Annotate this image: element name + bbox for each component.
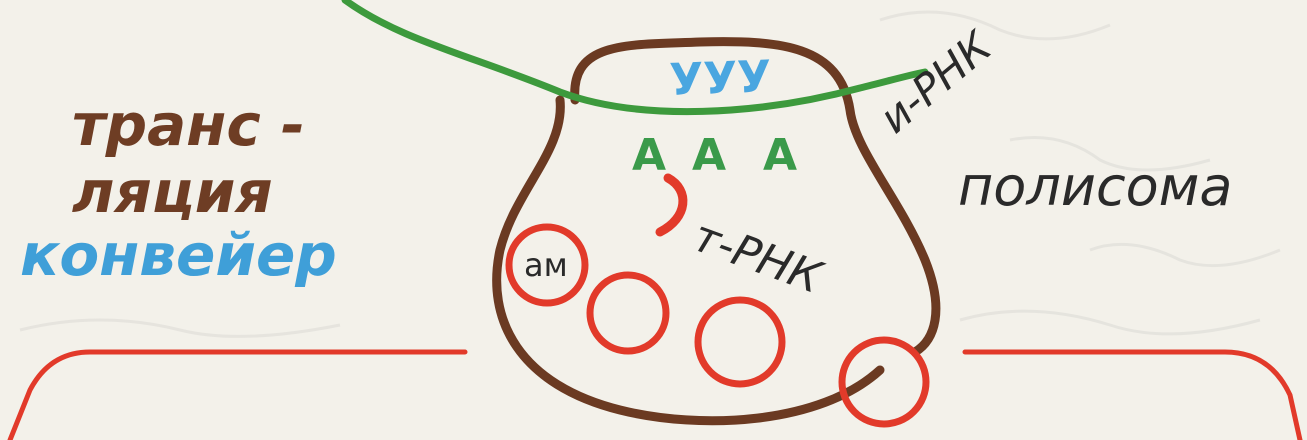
amino-acid-circle	[842, 340, 926, 424]
translation-label-line2: ляция	[72, 158, 273, 226]
frame-right	[965, 352, 1300, 440]
anticodon-letter: А	[632, 130, 666, 181]
polysome-label: полисома	[958, 155, 1233, 218]
mrna-strand	[345, 0, 925, 112]
trna-hook	[660, 178, 683, 232]
conveyor-label: конвейер	[20, 221, 337, 289]
amino-acid-circle	[698, 300, 782, 384]
frame-left	[10, 352, 465, 440]
trna-label: т-РНК	[686, 210, 829, 304]
codon-label: УУУ	[669, 51, 772, 106]
anticodon-letter: А	[692, 130, 726, 181]
amino-acid-label: ам	[524, 246, 568, 284]
anticodon-letter: А	[763, 130, 797, 181]
translation-label-line1: транс -	[72, 91, 305, 159]
amino-acid-circle	[590, 275, 666, 351]
